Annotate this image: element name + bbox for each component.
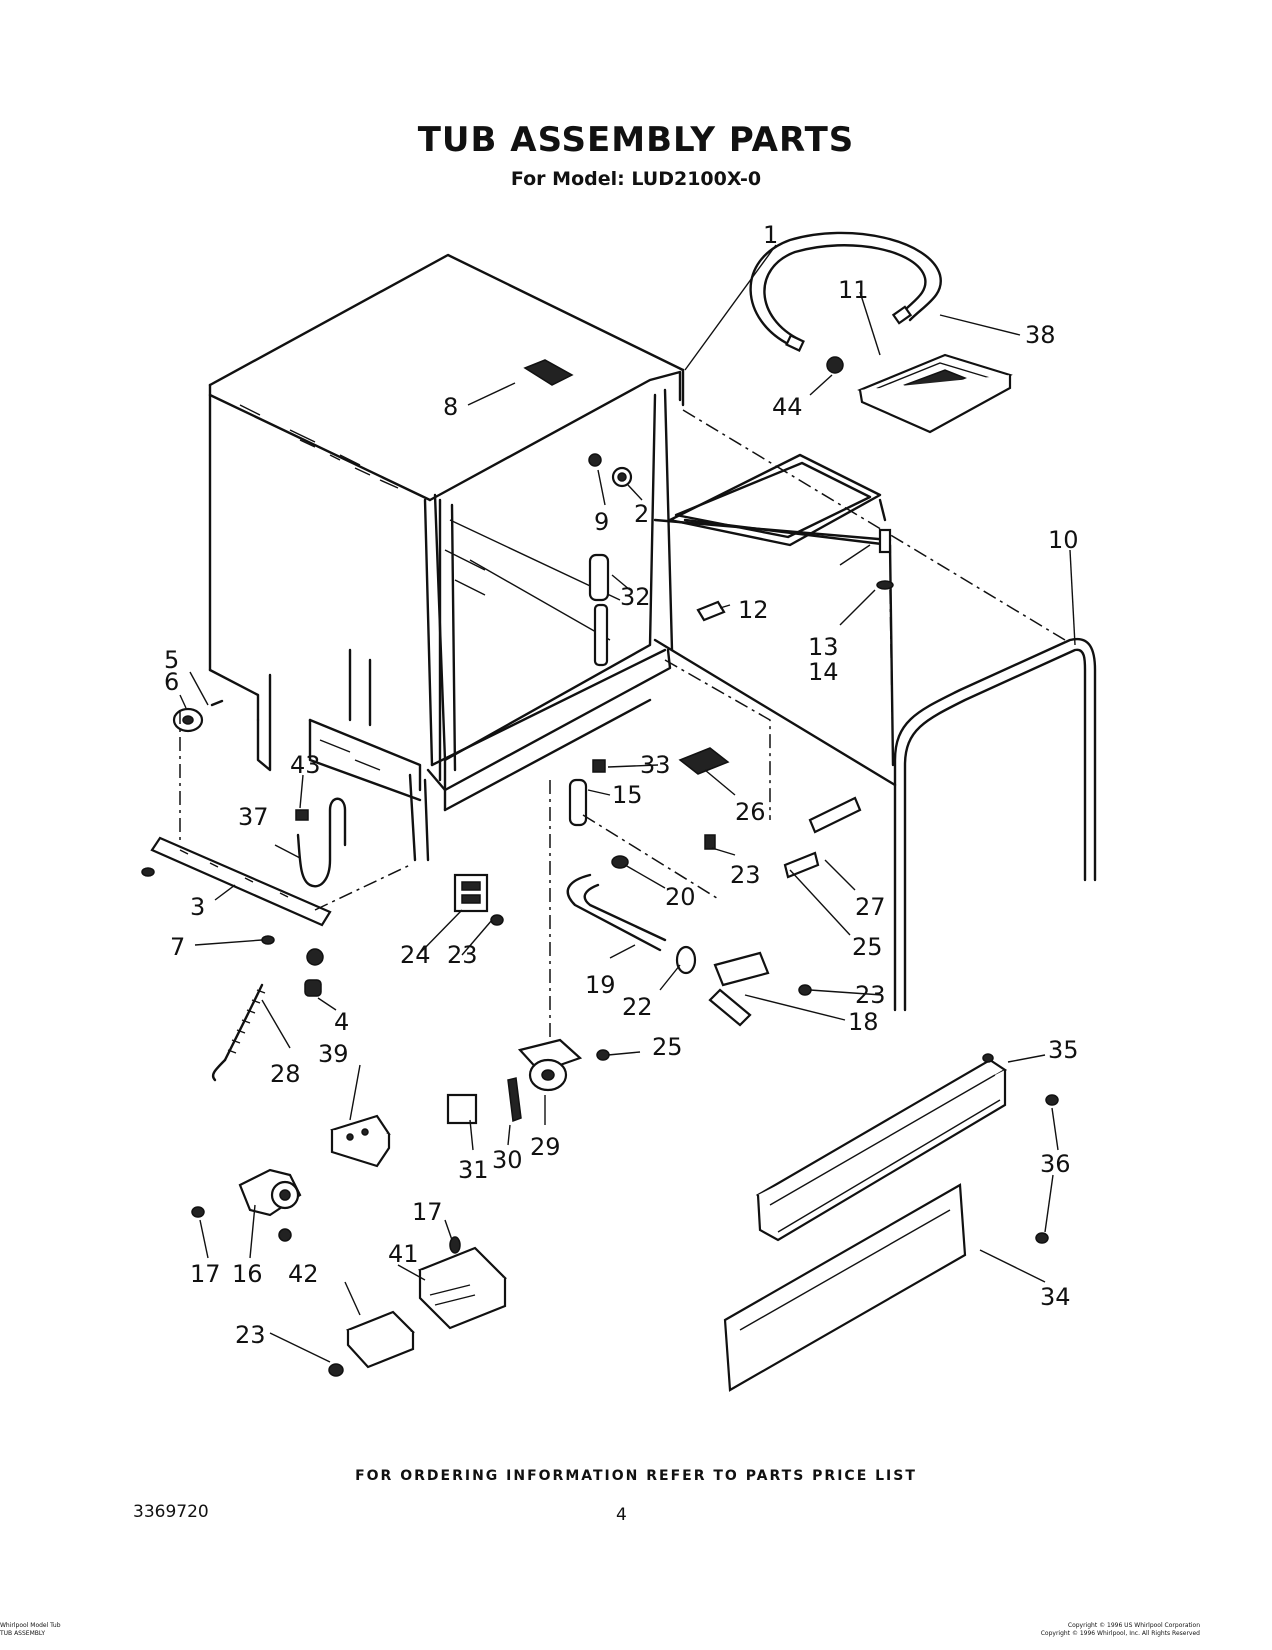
- label-part-43: 43: [290, 751, 321, 779]
- vent-11: [857, 353, 1013, 434]
- label-part-7: 7: [170, 933, 185, 961]
- label-part-11: 11: [838, 276, 869, 304]
- label-part-26: 26: [735, 798, 766, 826]
- label-part-23c: 23: [855, 981, 886, 1009]
- label-part-28: 28: [270, 1060, 301, 1088]
- assembly-lines: [179, 589, 894, 1040]
- toe-kick-panels: [723, 1053, 1059, 1392]
- fitting-44: [826, 356, 844, 374]
- label-part-23a: 23: [730, 861, 761, 889]
- page-number: 4: [616, 1505, 627, 1525]
- label-part-17b: 17: [190, 1260, 221, 1288]
- footer-left-line1: Whirlpool Model Tub: [0, 1622, 61, 1629]
- label-part-31: 31: [458, 1156, 489, 1184]
- label-part-33: 33: [640, 751, 671, 779]
- document-number: 3369720: [133, 1502, 209, 1522]
- footer-left-fineprint: Whirlpool Model Tub TUB ASSEMBLY: [0, 1622, 61, 1638]
- label-part-18: 18: [848, 1008, 879, 1036]
- label-part-24: 24: [400, 941, 431, 969]
- label-part-15: 15: [612, 781, 643, 809]
- label-part-22: 22: [622, 993, 653, 1021]
- label-part-34: 34: [1040, 1283, 1071, 1311]
- label-part-25a: 25: [852, 933, 883, 961]
- small-parts: [446, 359, 862, 1125]
- label-part-19: 19: [585, 971, 616, 999]
- footer-left-line2: TUB ASSEMBLY: [0, 1630, 46, 1637]
- label-part-23b: 23: [447, 941, 478, 969]
- label-part-30: 30: [492, 1146, 523, 1174]
- label-part-37: 37: [238, 803, 269, 831]
- ordering-note: FOR ORDERING INFORMATION REFER TO PARTS …: [355, 1468, 917, 1484]
- model-subtitle: For Model: LUD2100X-0: [510, 168, 762, 190]
- label-part-20: 20: [665, 883, 696, 911]
- page-title: TUB ASSEMBLY PARTS: [417, 120, 855, 160]
- label-part-42: 42: [288, 1260, 319, 1288]
- label-part-8: 8: [443, 393, 458, 421]
- label-part-10: 10: [1048, 526, 1079, 554]
- label-part-41: 41: [388, 1240, 419, 1268]
- label-part-44: 44: [772, 393, 803, 421]
- heater-element-13: [668, 453, 894, 590]
- left-components: [141, 699, 507, 1377]
- footer-copyright: Copyright © 1996 US Whirlpool Corporatio…: [1041, 1622, 1200, 1638]
- label-part-16: 16: [232, 1260, 263, 1288]
- label-part-35: 35: [1048, 1036, 1079, 1064]
- label-part-23d: 23: [235, 1321, 266, 1349]
- label-part-6: 6: [164, 668, 179, 696]
- label-part-36: 36: [1040, 1150, 1071, 1178]
- label-part-17a: 17: [412, 1198, 443, 1226]
- label-part-1: 1: [763, 221, 778, 249]
- leader-lines: [179, 244, 1076, 1363]
- label-part-39: 39: [318, 1040, 349, 1068]
- label-part-25b: 25: [652, 1033, 683, 1061]
- label-part-5: 5: [164, 646, 179, 674]
- label-part-13: 13: [808, 633, 839, 661]
- label-part-27: 27: [855, 893, 886, 921]
- part-number-labels: 1 11 38 8 44 9 2 10 32 12 13 14 5 6 43 3…: [164, 221, 1079, 1349]
- hose-10: [893, 637, 1097, 1012]
- label-part-38: 38: [1025, 321, 1056, 349]
- label-part-4: 4: [334, 1008, 349, 1036]
- label-part-14: 14: [808, 658, 839, 686]
- label-part-29: 29: [530, 1133, 561, 1161]
- label-part-12: 12: [738, 596, 769, 624]
- drain-hose: [749, 231, 942, 352]
- tub-body: [208, 253, 1066, 862]
- label-part-9: 9: [594, 508, 609, 536]
- footer-right-line1: Copyright © 1996 US Whirlpool Corporatio…: [1067, 1622, 1200, 1629]
- label-part-3: 3: [190, 893, 205, 921]
- label-part-32: 32: [620, 583, 651, 611]
- footer-right-line2: Copyright © 1996 Whirlpool, Inc. All Rig…: [1040, 1630, 1200, 1637]
- label-part-2: 2: [634, 500, 649, 528]
